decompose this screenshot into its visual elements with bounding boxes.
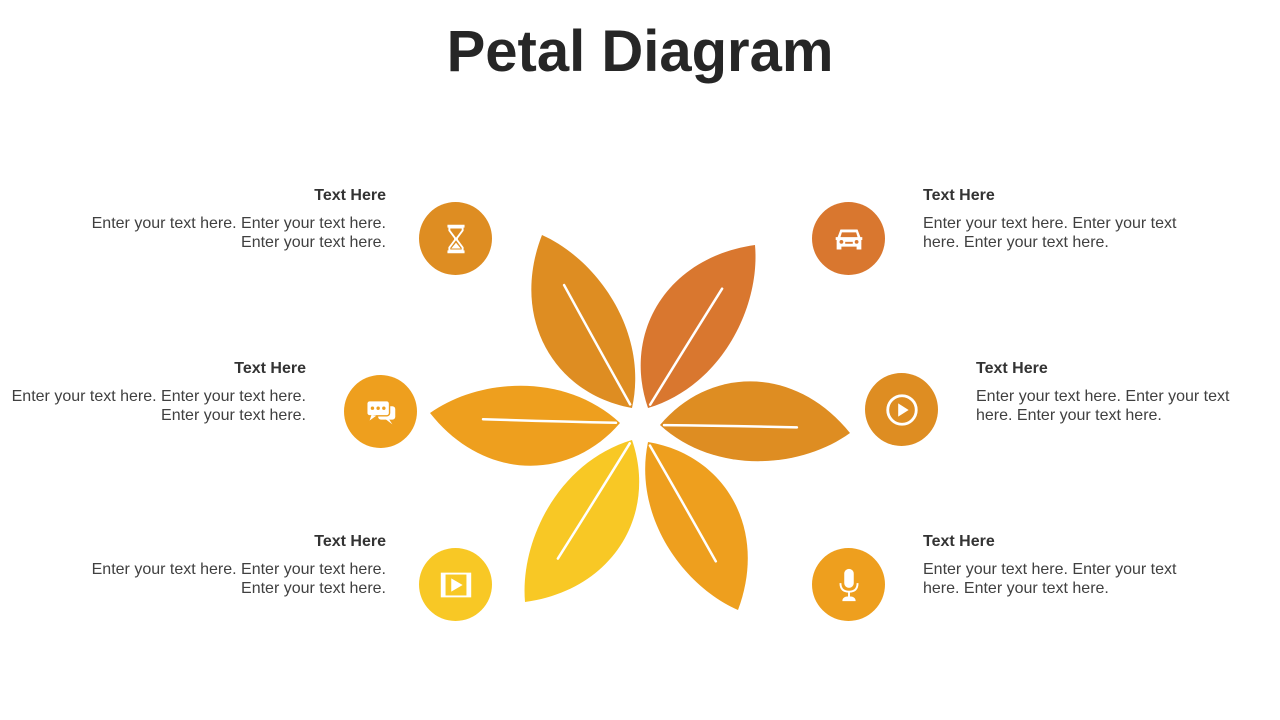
block-heading: Text Here [923,187,995,204]
text-block-2: Text Here Enter your text here. Enter yo… [6,360,306,425]
text-block-5: Text Here Enter your text here. Enter yo… [976,360,1246,425]
block-heading: Text Here [234,360,306,377]
petal-vein [648,287,724,406]
block-heading: Text Here [314,533,386,550]
petal-left [429,385,620,466]
block-heading: Text Here [923,533,995,550]
play-circle [865,373,938,446]
car-icon [835,229,862,249]
text-block-1: Text Here Enter your text here. Enter yo… [86,187,386,252]
text-block-4: Text Here Enter your text here. Enter yo… [923,187,1193,252]
film-icon [440,572,471,597]
petal-vein [648,444,718,563]
petal-vein [481,417,618,425]
play-icon [885,393,918,426]
block-heading: Text Here [976,360,1048,377]
chat-circle [344,375,417,448]
petal-top-left [531,235,636,408]
petal-right [660,381,850,462]
block-body: Enter your text here. Enter your text he… [923,561,1177,597]
page-title: Petal Diagram [446,19,834,84]
petal-shape [660,381,850,462]
hourglass-icon [446,224,465,253]
text-block-6: Text Here Enter your text here. Enter yo… [923,533,1193,598]
petal-vein [556,442,632,560]
microphone-icon [839,568,858,601]
hourglass-circle [419,202,492,275]
petal-bottom-right [645,442,748,611]
car-circle [812,202,885,275]
block-body: Enter your text here. Enter your text he… [91,561,386,597]
petal-bottom-left [524,440,640,603]
petal-vein [662,423,799,429]
petal-top-right [640,245,756,408]
film-circle [419,548,492,621]
petal-shape [429,385,620,466]
block-body: Enter your text here. Enter your text he… [976,388,1230,424]
block-heading: Text Here [314,187,386,204]
block-body: Enter your text here. Enter your text he… [923,215,1177,251]
microphone-circle [812,548,885,621]
block-body: Enter your text here. Enter your text he… [11,388,306,424]
chat-icon [365,399,395,424]
petal-vein [562,283,632,406]
text-block-3: Text Here Enter your text here. Enter yo… [86,533,386,598]
block-body: Enter your text here. Enter your text he… [91,215,386,251]
